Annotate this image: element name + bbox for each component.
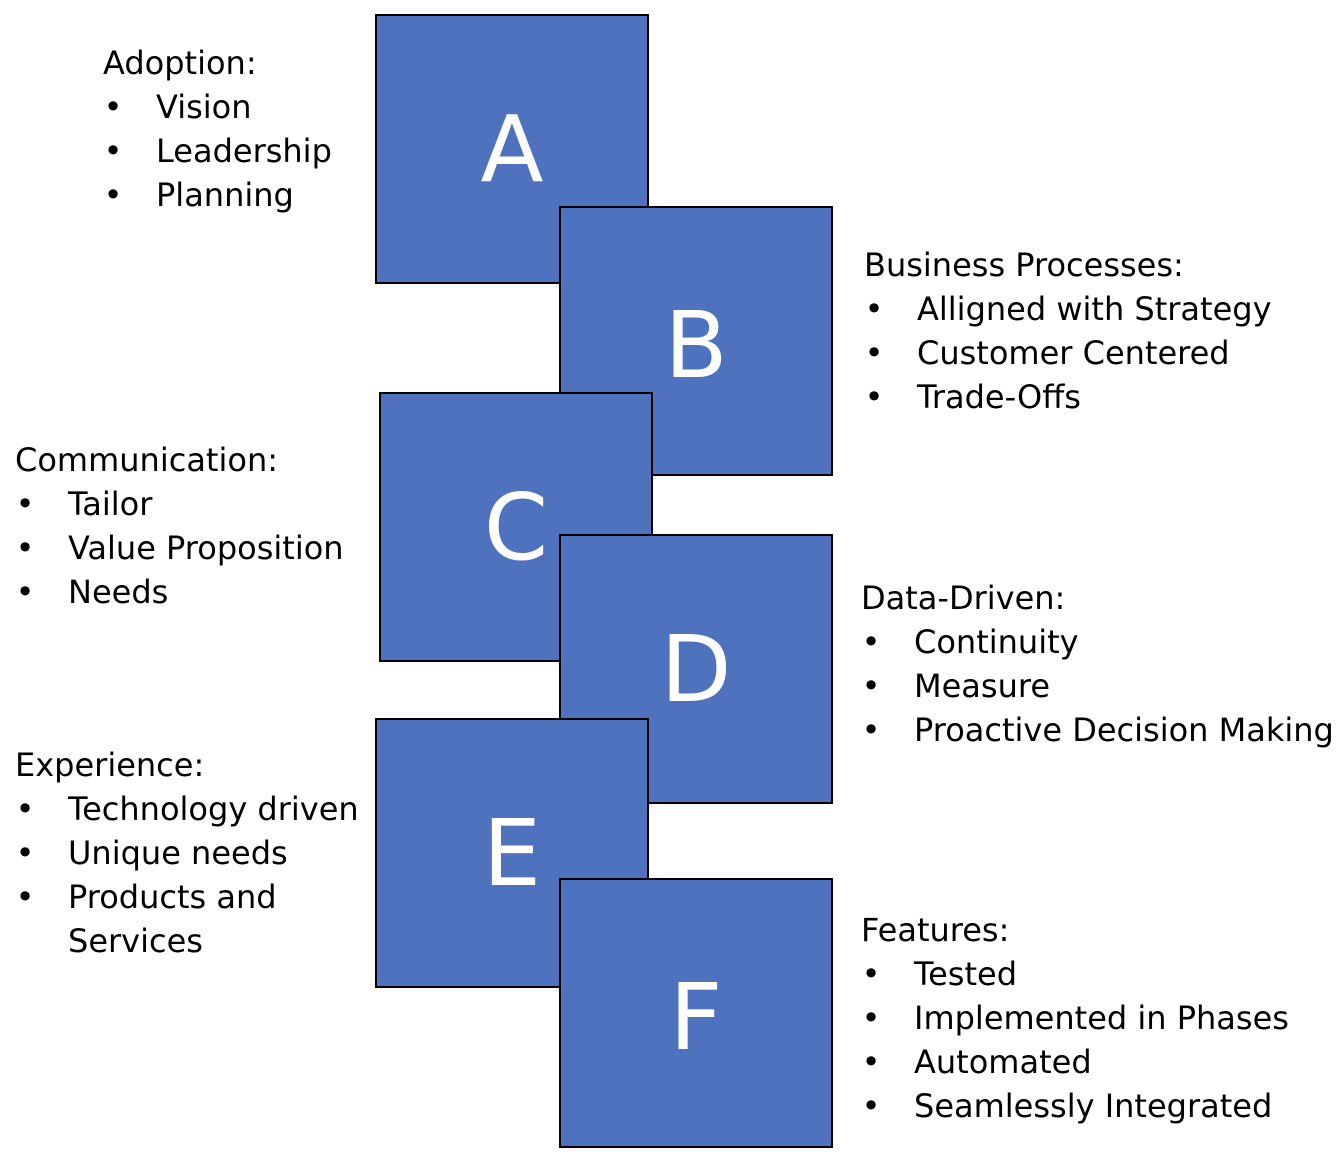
bullet-icon: • bbox=[861, 623, 881, 661]
box-f-letter: F bbox=[669, 964, 723, 1071]
list-item: • Leadership bbox=[103, 129, 332, 173]
bullet-icon: • bbox=[864, 290, 884, 328]
box-b-letter: B bbox=[664, 292, 728, 399]
list-item-label: Products and Services bbox=[68, 878, 277, 960]
adoption-title: Adoption: bbox=[103, 44, 257, 82]
box-e-letter: E bbox=[482, 800, 542, 907]
list-item-label: Needs bbox=[68, 573, 169, 611]
experience-list: • Technology driven • Unique needs • Produc… bbox=[15, 787, 359, 963]
bullet-icon: • bbox=[103, 176, 123, 214]
list-item: • Continuity bbox=[861, 620, 1334, 664]
list-item-label: Automated bbox=[914, 1043, 1092, 1081]
list-item-label: Planning bbox=[156, 176, 294, 214]
box-b: B bbox=[559, 206, 833, 476]
list-item: • Vision bbox=[103, 85, 332, 129]
list-item: • Tailor bbox=[15, 482, 344, 526]
list-item-label: Continuity bbox=[914, 623, 1079, 661]
bullet-icon: • bbox=[15, 790, 35, 828]
features-title: Features: bbox=[861, 911, 1010, 949]
bullet-icon: • bbox=[864, 378, 884, 416]
list-item: • Implemented in Phases bbox=[861, 996, 1289, 1040]
bullet-icon: • bbox=[15, 573, 35, 611]
list-item-label: Leadership bbox=[156, 132, 332, 170]
list-item: • Value Proposition bbox=[15, 526, 344, 570]
list-item: • Technology driven bbox=[15, 787, 359, 831]
communication-title: Communication: bbox=[15, 441, 278, 479]
list-item-label: Implemented in Phases bbox=[914, 999, 1289, 1037]
bullet-icon: • bbox=[861, 999, 881, 1037]
experience-title: Experience: bbox=[15, 746, 205, 784]
list-item-label: Measure bbox=[914, 667, 1050, 705]
list-item-label: Customer Centered bbox=[917, 334, 1230, 372]
list-item: • Trade-Offs bbox=[864, 375, 1272, 419]
list-item-label: Tested bbox=[914, 955, 1018, 993]
list-item: • Planning bbox=[103, 173, 332, 217]
list-item: • Proactive Decision Making bbox=[861, 708, 1334, 752]
bullet-icon: • bbox=[864, 334, 884, 372]
list-item-label: Vision bbox=[156, 88, 252, 126]
bullet-icon: • bbox=[15, 878, 35, 916]
bullet-icon: • bbox=[861, 667, 881, 705]
features-list: • Tested • Implemented in Phases • Automate… bbox=[861, 952, 1289, 1128]
list-item: • Alligned with Strategy bbox=[864, 287, 1272, 331]
list-item-label: Seamlessly Integrated bbox=[914, 1087, 1273, 1125]
bullet-icon: • bbox=[15, 485, 35, 523]
box-f: F bbox=[559, 878, 833, 1148]
bullet-icon: • bbox=[861, 955, 881, 993]
list-item-label: Technology driven bbox=[68, 790, 359, 828]
list-item: • Customer Centered bbox=[864, 331, 1272, 375]
bullet-icon: • bbox=[103, 132, 123, 170]
business-processes-title: Business Processes: bbox=[864, 246, 1184, 284]
business-processes-group: Business Processes: • Alligned with Strat… bbox=[864, 243, 1272, 419]
communication-list: • Tailor • Value Proposition • Needs bbox=[15, 482, 344, 614]
list-item: • Automated bbox=[861, 1040, 1289, 1084]
communication-group: Communication: • Tailor • Value Propositio… bbox=[15, 438, 344, 614]
list-item-label: Proactive Decision Making bbox=[914, 711, 1334, 749]
box-d-letter: D bbox=[660, 616, 732, 723]
experience-group: Experience: • Technology driven • Unique n… bbox=[15, 743, 359, 963]
list-item: • Unique needs bbox=[15, 831, 359, 875]
adoption-list: • Vision • Leadership • Planning bbox=[103, 85, 332, 217]
features-group: Features: • Tested • Implemented in Phases… bbox=[861, 908, 1289, 1128]
box-a: A bbox=[375, 14, 649, 284]
list-item: • Needs bbox=[15, 570, 344, 614]
list-item-label: Unique needs bbox=[68, 834, 288, 872]
adoption-group: Adoption: • Vision • Leadership • Planning bbox=[103, 41, 332, 217]
bullet-icon: • bbox=[103, 88, 123, 126]
business-processes-list: • Alligned with Strategy • Customer Center… bbox=[864, 287, 1272, 419]
data-driven-group: Data-Driven: • Continuity • Measure • Proac… bbox=[861, 576, 1334, 752]
list-item-label: Alligned with Strategy bbox=[917, 290, 1272, 328]
bullet-icon: • bbox=[861, 1087, 881, 1125]
list-item: • Seamlessly Integrated bbox=[861, 1084, 1289, 1128]
list-item-label: Trade-Offs bbox=[917, 378, 1081, 416]
data-driven-list: • Continuity • Measure • Proactive Decision… bbox=[861, 620, 1334, 752]
list-item: • Tested bbox=[861, 952, 1289, 996]
bullet-icon: • bbox=[861, 1043, 881, 1081]
box-a-letter: A bbox=[480, 96, 544, 203]
bullet-icon: • bbox=[15, 834, 35, 872]
list-item-label: Value Proposition bbox=[68, 529, 344, 567]
list-item-label: Tailor bbox=[68, 485, 153, 523]
data-driven-title: Data-Driven: bbox=[861, 579, 1066, 617]
box-c-letter: C bbox=[483, 474, 549, 581]
list-item: • Products and Services bbox=[15, 875, 343, 963]
bullet-icon: • bbox=[15, 529, 35, 567]
list-item: • Measure bbox=[861, 664, 1334, 708]
bullet-icon: • bbox=[861, 711, 881, 749]
